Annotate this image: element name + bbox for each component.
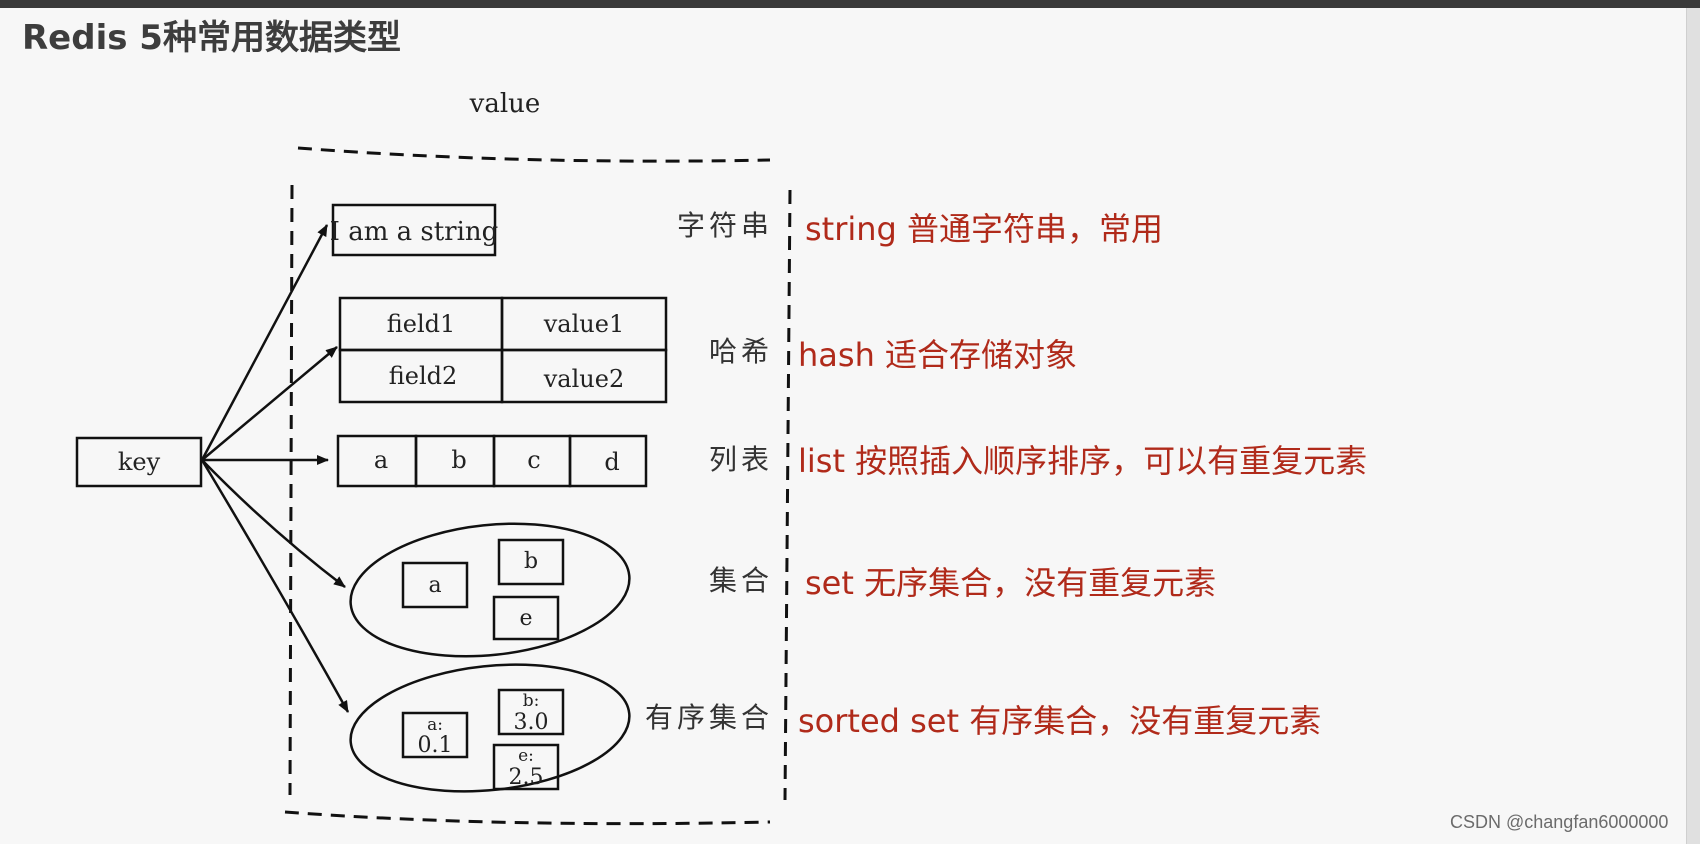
type-label-list: 列表 (709, 443, 773, 476)
list-item-b: b (451, 446, 466, 474)
hash-value2-text: value2 (543, 365, 624, 393)
set-member-box (492, 595, 560, 641)
set-item-a: a (428, 573, 441, 598)
hash-field1-text: field1 (387, 310, 456, 338)
type-label-set: 集合 (709, 564, 773, 597)
desc-list: list 按照插入顺序排序，可以有重复元素 (798, 442, 1368, 480)
vertical-scrollbar[interactable] (1686, 8, 1700, 844)
list-cells (336, 434, 648, 488)
hash-value1-text: value1 (543, 310, 624, 338)
string-box (331, 203, 497, 257)
csdn-watermark: CSDN @changfan6000000 (1450, 812, 1669, 832)
key-text: key (118, 448, 161, 476)
hash-field2-text: field2 (389, 362, 458, 390)
set-enclosure (349, 522, 631, 658)
desc-string: string 普通字符串，常用 (805, 210, 1164, 248)
zset-member-a: a: (427, 715, 443, 735)
string-text: I am a string (330, 217, 499, 247)
value-dashed-boundary (284, 146, 792, 826)
desc-sorted-set: sorted set 有序集合，没有重复元素 (798, 702, 1322, 740)
sorted-set-enclosure (349, 663, 631, 793)
list-cell (568, 434, 648, 488)
type-label-sorted-set: 有序集合 (645, 701, 773, 734)
type-label-hash: 哈希 (709, 335, 773, 368)
arrow-to-sorted-set (200, 459, 350, 713)
key-box (75, 436, 203, 488)
hash-table (338, 296, 668, 404)
set-item-b: b (524, 549, 538, 574)
zset-score-a: 0.1 (418, 733, 453, 758)
zset-score-e: 2.5 (509, 765, 544, 790)
zset-member-b: b: (523, 691, 540, 711)
zset-member-box (497, 688, 565, 736)
arrow-to-string (200, 224, 329, 461)
type-label-string: 字符串 (677, 209, 773, 242)
top-window-bar (0, 0, 1700, 8)
hash-value2-cell (500, 348, 668, 404)
zset-member-box (401, 711, 469, 759)
set-item-e: e (519, 606, 532, 631)
set-member-box (497, 538, 565, 586)
page-title: Redis 5种常用数据类型 (22, 18, 401, 58)
zset-member-box (492, 743, 560, 791)
zset-score-b: 3.0 (514, 710, 549, 735)
arrow-to-hash (201, 346, 338, 461)
list-item-d: d (604, 448, 619, 476)
set-members (401, 538, 565, 641)
zset-member-e: e: (518, 746, 534, 766)
arrows (200, 224, 350, 713)
desc-hash: hash 适合存储对象 (798, 336, 1078, 374)
list-item-c: c (527, 446, 540, 474)
sorted-set-members (401, 688, 565, 791)
set-member-box (401, 561, 469, 609)
list-item-a: a (374, 446, 388, 474)
arrow-to-set (201, 459, 346, 588)
value-label: value (469, 89, 541, 119)
desc-set: set 无序集合，没有重复元素 (805, 564, 1217, 602)
